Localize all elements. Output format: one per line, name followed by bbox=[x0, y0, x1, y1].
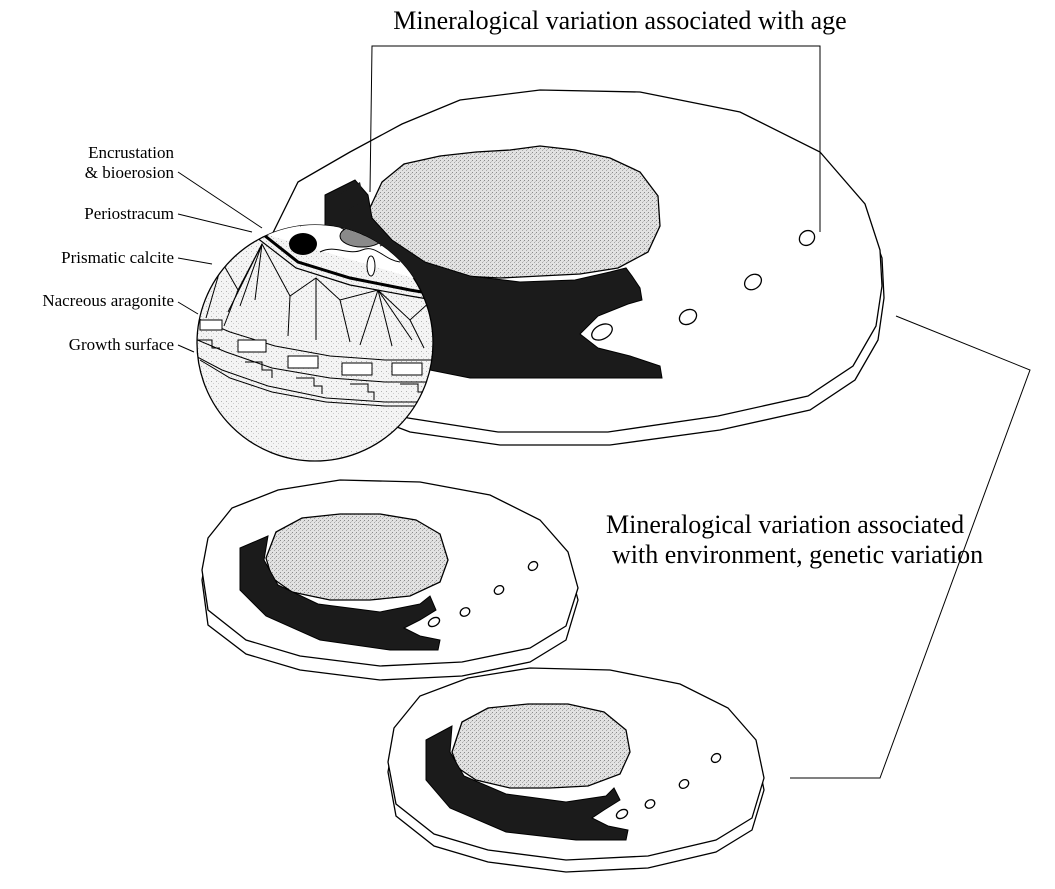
title-environment-line1: Mineralogical variation associated bbox=[606, 510, 964, 539]
label-nacreous-aragonite: Nacreous aragonite bbox=[42, 291, 174, 310]
label-encrustation-line1: Encrustation bbox=[88, 143, 174, 162]
title-age: Mineralogical variation associated with … bbox=[393, 6, 846, 35]
bioerosion-boring bbox=[289, 233, 317, 255]
bottom-shell-muscle-scar bbox=[452, 704, 630, 788]
middle-shell bbox=[202, 480, 578, 680]
label-prismatic-calcite: Prismatic calcite bbox=[61, 248, 174, 267]
bottom-shell bbox=[388, 668, 764, 872]
label-growth-surface: Growth surface bbox=[69, 335, 174, 354]
label-encrustation-line2: & bioerosion bbox=[85, 163, 175, 182]
middle-shell-muscle-scar bbox=[266, 514, 448, 600]
label-periostracum: Periostracum bbox=[84, 204, 174, 223]
title-environment-line2: with environment, genetic variation bbox=[612, 540, 983, 569]
